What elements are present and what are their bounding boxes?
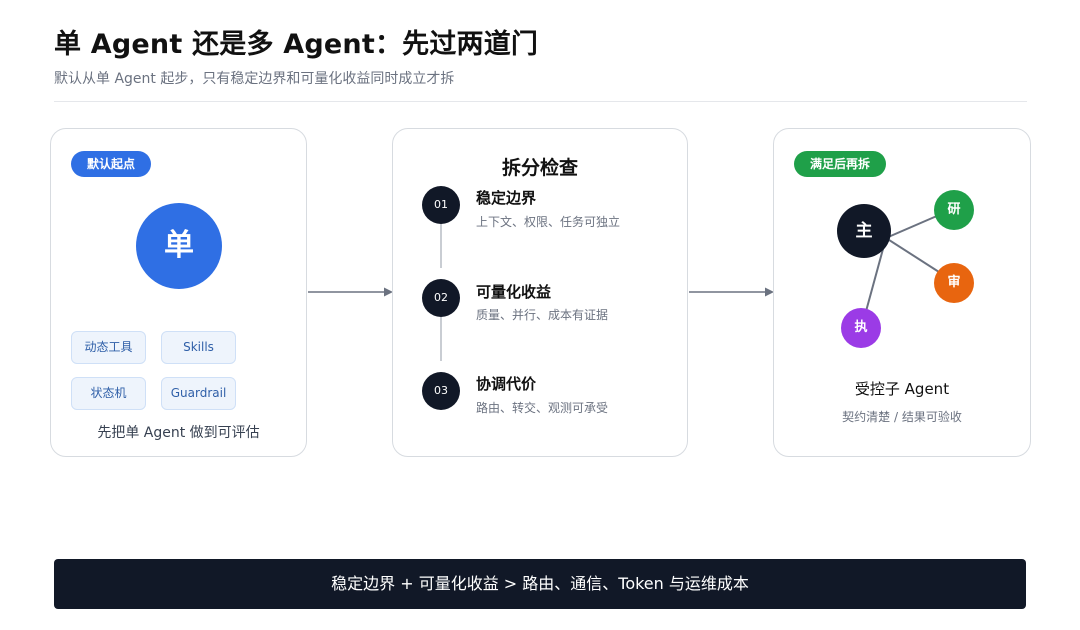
step-badge-03: 03 <box>422 372 460 410</box>
multi-agent-card: 满足后再拆 主 研 审 执 受控子 Agent 契约清楚 / 结果可验收 <box>773 128 1031 457</box>
step-desc-quantifiable-gain: 质量、并行、成本有证据 <box>476 308 609 322</box>
single-agent-card: 默认起点 单 动态工具 Skills 状态机 Guardrail 先把单 Age… <box>50 128 307 457</box>
step-desc-coordination-cost: 路由、转交、观测可承受 <box>476 401 609 415</box>
execute-agent-node: 执 <box>841 308 881 348</box>
single-agent-circle: 单 <box>136 203 222 289</box>
step-badge-01: 01 <box>422 186 460 224</box>
header-divider <box>54 101 1027 102</box>
controlled-sub-agent-caption: 受控子 Agent <box>854 380 950 398</box>
main-agent-node: 主 <box>837 204 891 258</box>
arrow-to-check <box>308 287 393 297</box>
step-desc-stable-boundary: 上下文、权限、任务可独立 <box>476 215 621 229</box>
controlled-sub-agent-subcaption: 契约清楚 / 结果可验收 <box>842 410 962 424</box>
step-title-stable-boundary: 稳定边界 <box>476 189 537 207</box>
arrow-to-multi-agent <box>689 287 774 297</box>
chip-guardrail: Guardrail <box>161 377 236 410</box>
summary-bar: 稳定边界 + 可量化收益 > 路由、通信、Token 与运维成本 <box>54 559 1026 609</box>
step-badge-02: 02 <box>422 279 460 317</box>
split-after-badge: 满足后再拆 <box>794 151 887 177</box>
split-check-title: 拆分检查 <box>501 157 578 179</box>
step-title-coordination-cost: 协调代价 <box>476 375 537 393</box>
chip-skills: Skills <box>161 331 236 364</box>
single-agent-caption: 先把单 Agent 做到可评估 <box>97 425 260 441</box>
chip-dynamic-tools: 动态工具 <box>71 331 146 364</box>
research-agent-node: 研 <box>934 190 974 230</box>
default-start-badge: 默认起点 <box>71 151 152 177</box>
split-check-card: 拆分检查 01 稳定边界 上下文、权限、任务可独立 02 可量化收益 质量、并行… <box>392 128 688 457</box>
chip-state-machine: 状态机 <box>71 377 146 410</box>
page-subtitle: 默认从单 Agent 起步，只有稳定边界和可量化收益同时成立才拆 <box>54 71 455 87</box>
step-title-quantifiable-gain: 可量化收益 <box>476 283 552 301</box>
review-agent-node: 审 <box>934 263 974 303</box>
step-connector <box>440 224 442 268</box>
step-connector <box>440 317 442 361</box>
page-title: 单 Agent 还是多 Agent：先过两道门 <box>54 29 539 60</box>
